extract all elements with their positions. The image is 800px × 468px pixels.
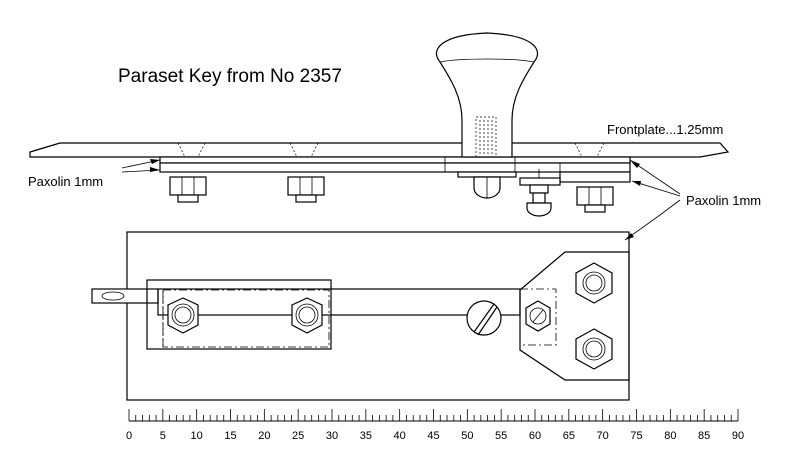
scale-tick-label: 90 — [732, 430, 744, 442]
scale-tick-label: 45 — [427, 430, 439, 442]
scale-tick-label: 85 — [698, 430, 710, 442]
scale-tick-label: 25 — [292, 430, 304, 442]
side-view: Paxolin 1mm Frontplate...1.25mm Paxolin … — [28, 32, 761, 241]
scale-tick-label: 5 — [160, 430, 166, 442]
paxolin-left-label: Paxolin 1mm — [28, 174, 103, 189]
paxolin-right-leaders — [624, 159, 681, 241]
contact-screw — [519, 169, 561, 217]
hex-nut-bottom-right — [575, 328, 613, 370]
knob-mount — [457, 171, 517, 178]
scale-tick-label: 60 — [529, 430, 541, 442]
terminal-tab — [91, 288, 159, 304]
nut-left — [169, 171, 207, 203]
scale-tick-label: 10 — [191, 430, 203, 442]
diagram-title: Paraset Key from No 2357 — [118, 66, 342, 87]
scale-tick-label: 50 — [461, 430, 473, 442]
scale-tick-label: 35 — [360, 430, 372, 442]
hex-nut-left — [167, 297, 199, 334]
scale-tick-label: 55 — [495, 430, 507, 442]
paxolin-right-label: Paxolin 1mm — [686, 193, 761, 208]
hex-nut-contact — [525, 300, 551, 332]
key-arm-top — [157, 288, 521, 316]
scale-tick-label: 30 — [326, 430, 338, 442]
scale-tick-label: 40 — [394, 430, 406, 442]
paxolin-layer-right — [559, 171, 631, 183]
scale-tick-label: 80 — [664, 430, 676, 442]
paxolin-layer-top — [159, 156, 631, 164]
scale-tick-label: 75 — [630, 430, 642, 442]
scale-tick-label: 0 — [126, 430, 132, 442]
frontplate — [29, 142, 730, 158]
scale-tick-label: 70 — [597, 430, 609, 442]
slotted-screw — [466, 300, 502, 336]
nut-right — [576, 186, 614, 213]
hex-nut-top-right — [575, 262, 613, 304]
terminal-block — [519, 251, 630, 381]
frontplate-hidden-holes — [177, 142, 605, 158]
top-view — [91, 231, 630, 401]
paxolin-left-leaders — [121, 159, 161, 173]
key-arm — [159, 162, 631, 173]
scale-tick-label: 15 — [224, 430, 236, 442]
scale-tick-label: 65 — [563, 430, 575, 442]
hex-nut-center — [291, 297, 323, 334]
mm-scale: 0 5 10 15 20 25 30 35 40 45 50 55 60 65 70 75 80 85 90 — [126, 409, 744, 442]
base-plate — [126, 231, 630, 401]
knob — [435, 32, 539, 158]
contact-block — [519, 288, 557, 346]
nut-block — [146, 279, 332, 350]
frontplate-label: Frontplate...1.25mm — [607, 122, 723, 137]
scale-tick-label: 20 — [258, 430, 270, 442]
nut-center — [287, 176, 325, 203]
